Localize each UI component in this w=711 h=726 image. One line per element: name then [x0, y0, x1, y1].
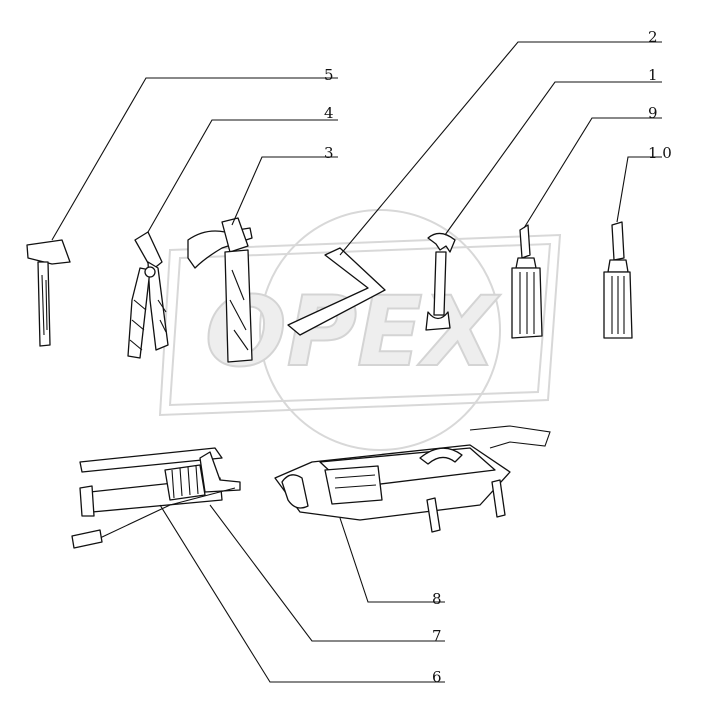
callout-6: 6	[432, 668, 442, 686]
tool-bag-part	[274, 425, 551, 533]
callout-8: 8	[432, 590, 442, 608]
callout-2: 2	[648, 28, 658, 46]
screwdriver-small-part	[603, 221, 633, 339]
callout-9: 9	[648, 104, 658, 122]
callout-1: 1	[648, 66, 658, 84]
callouts: 5 4 3 2 1 9 1 0 8 7 6	[324, 28, 672, 686]
callout-10: 1 0	[648, 144, 672, 162]
grease-extension-part	[71, 487, 236, 549]
hex-key-part	[287, 247, 386, 336]
callout-3: 3	[324, 144, 334, 162]
callout-4: 4	[324, 104, 334, 122]
wrench-part	[425, 232, 456, 331]
hammer-part	[26, 239, 71, 347]
pliers-part	[127, 231, 169, 359]
leader-lines	[51, 41, 662, 683]
screwdriver-large-part	[511, 224, 543, 339]
callout-5: 5	[324, 66, 334, 84]
vise-grip-part	[187, 217, 253, 363]
callout-7: 7	[432, 627, 442, 645]
grease-gun-part	[79, 447, 241, 517]
